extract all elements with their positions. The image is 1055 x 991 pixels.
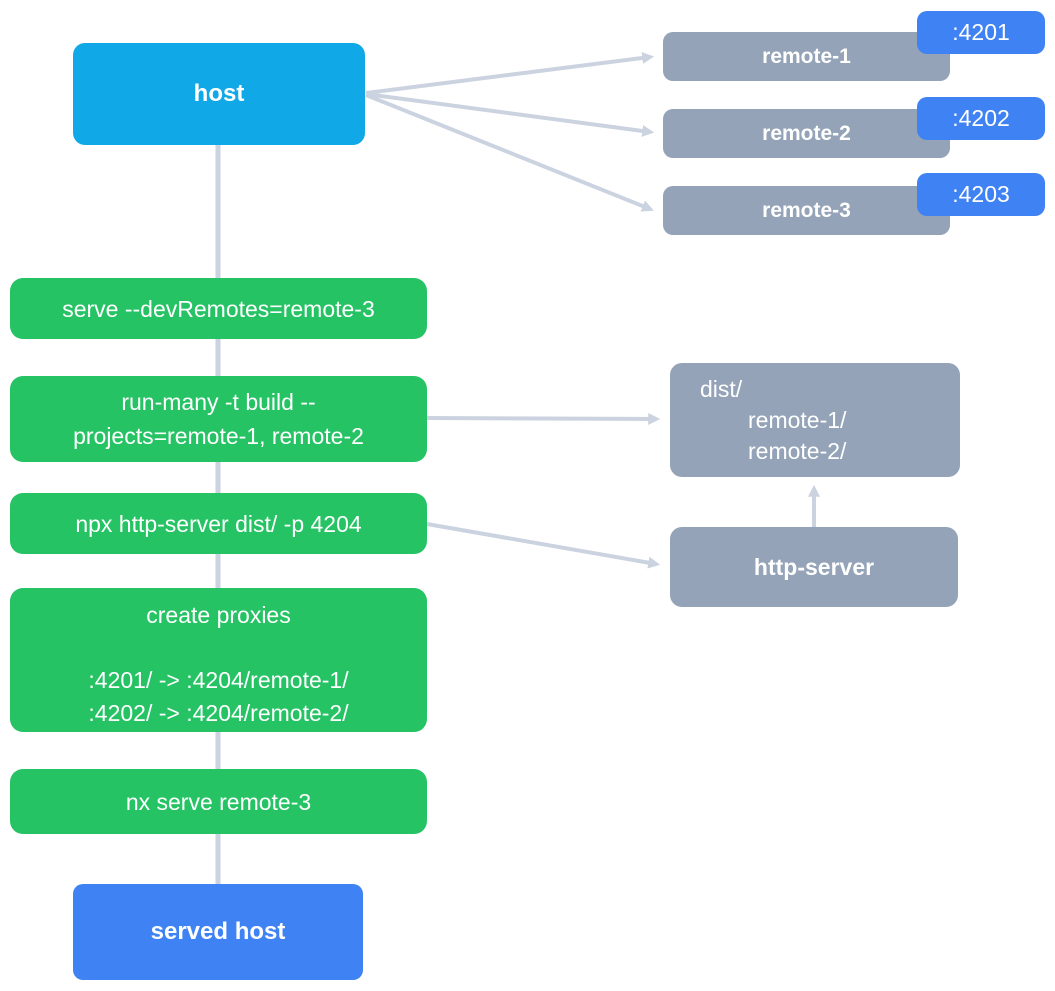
- step-run-many-build-line-1: run-many -t build --: [121, 389, 316, 415]
- arrow-host-to-remote-2: [365, 92, 655, 137]
- step-create-proxies-title: create proxies: [146, 602, 291, 628]
- dist-folder-remote-1: remote-1/: [748, 406, 847, 433]
- proxy-rule-1: :4201/ -> :4204/remote-1/: [88, 667, 349, 693]
- node-dist-folder: dist/ remote-1/ remote-2/: [670, 363, 960, 477]
- node-served-host: served host: [73, 884, 363, 980]
- node-remote-3: remote-3: [663, 186, 950, 235]
- arrow-npx-to-http-server: [426, 522, 661, 569]
- arrow-build-to-dist: [426, 412, 661, 425]
- node-http-server-label: http-server: [753, 553, 875, 580]
- step-run-many-build: run-many -t build -- projects=remote-1, …: [10, 376, 427, 462]
- step-serve-dev-remotes-label: serve --devRemotes=remote-3: [62, 295, 375, 322]
- step-serve-dev-remotes: serve --devRemotes=remote-3: [10, 278, 427, 339]
- step-npx-http-server: npx http-server dist/ -p 4204: [10, 493, 427, 554]
- arrow-host-to-remote-1: [365, 52, 655, 95]
- port-badge-4202-label: :4202: [952, 105, 1010, 131]
- node-served-host-label: served host: [150, 918, 286, 945]
- port-badge-4201-label: :4201: [952, 19, 1010, 45]
- step-nx-serve-remote-3-label: nx serve remote-3: [125, 788, 312, 815]
- node-remote-2: remote-2: [663, 109, 950, 158]
- node-remote-3-label: remote-3: [762, 198, 851, 222]
- port-badge-4201: :4201: [917, 11, 1045, 54]
- node-remote-1-label: remote-1: [762, 44, 851, 68]
- node-remote-1: remote-1: [663, 32, 950, 81]
- node-host: host: [73, 43, 365, 145]
- dist-folder-root: dist/: [700, 375, 743, 402]
- dist-folder-remote-2: remote-2/: [748, 437, 847, 464]
- node-host-label: host: [193, 80, 245, 107]
- port-badge-4203-label: :4203: [952, 181, 1010, 207]
- arrow-host-to-remote-3: [365, 93, 654, 212]
- step-create-proxies: create proxies :4201/ -> :4204/remote-1/…: [10, 588, 427, 732]
- port-badge-4202: :4202: [917, 97, 1045, 140]
- step-nx-serve-remote-3: nx serve remote-3: [10, 769, 427, 834]
- port-badge-4203: :4203: [917, 173, 1045, 216]
- step-npx-http-server-label: npx http-server dist/ -p 4204: [75, 510, 362, 537]
- node-http-server: http-server: [670, 527, 958, 607]
- proxy-rule-2: :4202/ -> :4204/remote-2/: [88, 700, 349, 726]
- node-remote-2-label: remote-2: [762, 121, 851, 145]
- step-run-many-build-line-2: projects=remote-1, remote-2: [73, 423, 364, 449]
